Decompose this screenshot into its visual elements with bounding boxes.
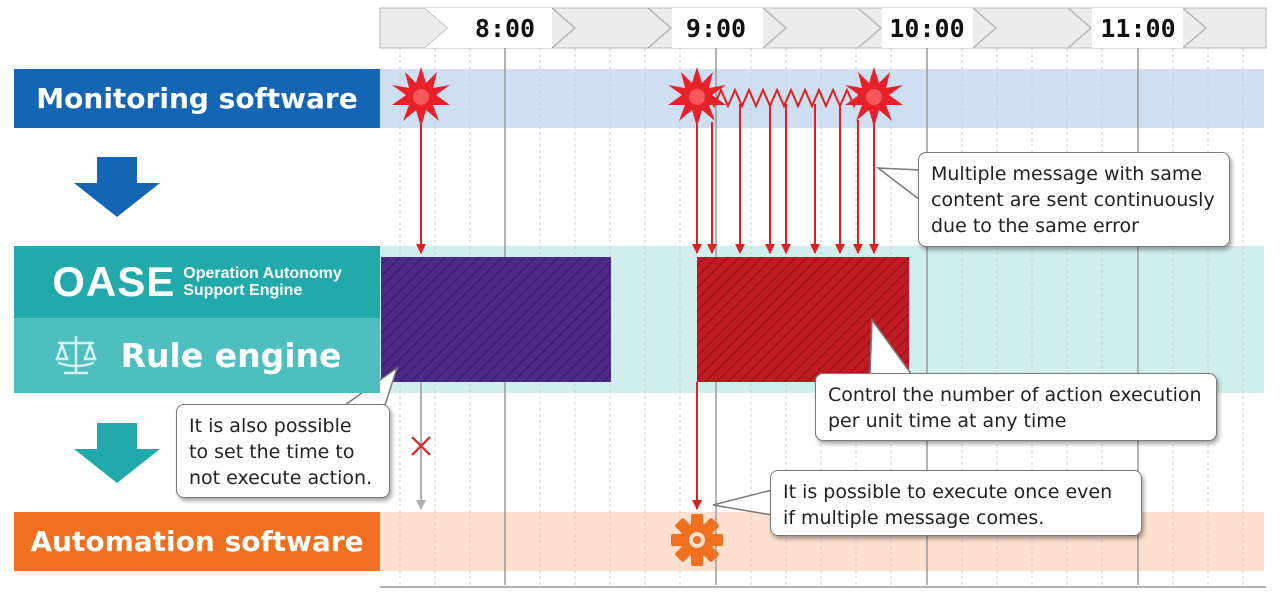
monitoring-software-text: Monitoring software [36, 82, 358, 115]
oase-fullname: Operation Autonomy Support Engine [183, 265, 342, 299]
time-chevron [762, 7, 788, 49]
flow-down-arrow [74, 423, 160, 483]
time-chevron [1182, 7, 1208, 49]
time-tab [1092, 8, 1183, 48]
callout-multiple-message: Multiple message with same content are s… [918, 152, 1230, 247]
oase-logo: OASE [52, 258, 176, 305]
callout-control: Control the number of action execution p… [815, 373, 1217, 441]
callout-line: due to the same error [931, 215, 1139, 237]
flow-down-arrow [74, 157, 160, 217]
rule-engine-label: Rule engine [14, 318, 380, 393]
callout-line: to set the time to [189, 441, 355, 463]
rule-engine-text: Rule engine [120, 336, 342, 375]
time-chevron [857, 7, 883, 49]
callout-line: content are sent continuously [931, 189, 1215, 211]
oase-label: OASE Operation Autonomy Support Engine [14, 246, 380, 318]
callout-tail [712, 489, 773, 516]
time-tab [672, 8, 763, 48]
time-header: 8:00 9:00 10:00 11:00 [379, 7, 1267, 49]
time-tab [449, 8, 552, 48]
callout-line: Multiple message with same [931, 163, 1203, 185]
automation-software-label: Automation software [14, 512, 380, 571]
suppress-period-hatch [381, 257, 611, 382]
time-label-10: 10:00 [889, 14, 964, 43]
callout-line: not execute action. [189, 467, 373, 489]
gear-icon [671, 514, 723, 566]
callout-line: It is possible to execute once even [783, 481, 1113, 503]
callout-execute-once: It is possible to execute once even if m… [770, 470, 1142, 536]
callout-line: It is also possible [189, 415, 352, 437]
callout-suppress: It is also possible to set the time to n… [176, 404, 390, 498]
oase-fullname-line1: Operation Autonomy [183, 265, 342, 282]
callout-line: Control the number of action execution [828, 384, 1202, 406]
monitoring-software-label: Monitoring software [14, 69, 380, 128]
time-label-8: 8:00 [475, 14, 535, 43]
error-burst-icon [392, 67, 450, 127]
scales-icon [54, 335, 97, 374]
not-executed-mark [411, 436, 431, 456]
callout-line: if multiple message comes. [783, 507, 1045, 529]
oase-fullname-line2: Support Engine [183, 282, 303, 299]
callout-tail [875, 167, 921, 202]
time-chevron [1067, 7, 1093, 49]
time-tab-edge [425, 8, 449, 48]
time-label-9: 9:00 [686, 14, 746, 43]
time-chevron [972, 7, 998, 49]
message-arrows [416, 104, 879, 510]
error-burst-icon [845, 67, 903, 127]
error-burst-icon [668, 67, 726, 127]
time-chevron [551, 7, 577, 49]
time-chevron [647, 7, 673, 49]
time-tab [882, 8, 973, 48]
automation-software-text: Automation software [30, 525, 364, 558]
callout-line: per unit time at any time [828, 410, 1067, 432]
time-label-11: 11:00 [1100, 14, 1175, 43]
